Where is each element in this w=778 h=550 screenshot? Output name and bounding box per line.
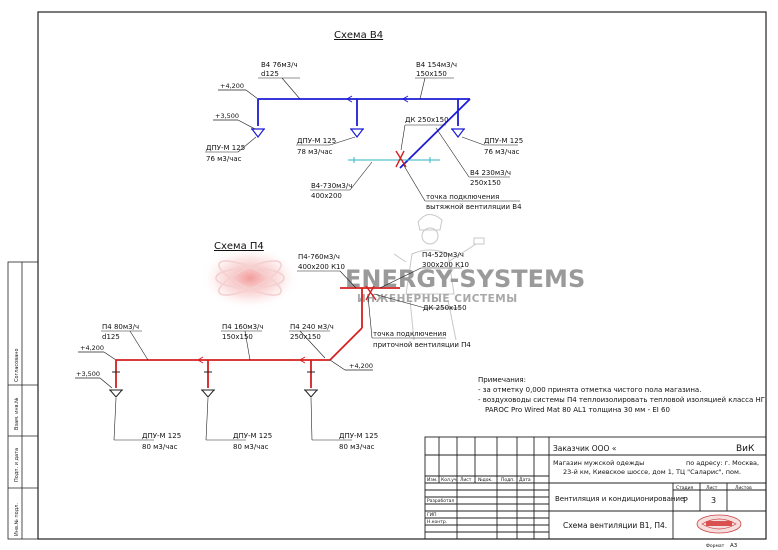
tb-sheet: 3 bbox=[711, 496, 716, 505]
p4-leaders bbox=[101, 267, 462, 441]
v4-top-right-label-1: В4 154м3/ч bbox=[416, 61, 457, 69]
tb-role-developed: Разработал bbox=[427, 498, 454, 504]
v4-valve-left-2: 76 м3/час bbox=[206, 155, 242, 163]
stamp-replaced: Взам. инв.№ bbox=[14, 397, 20, 430]
tb-sheet-header: Лист bbox=[706, 485, 718, 491]
p4-valve-1-flow: 80 м3/час bbox=[142, 443, 178, 451]
p4-ductwork bbox=[115, 287, 400, 388]
p4-damper-symbol bbox=[365, 285, 377, 301]
v4-top-right-label-2: 150x150 bbox=[416, 70, 447, 78]
p4-level-upper: +4,200 bbox=[80, 344, 104, 352]
v4-connection-note-2: вытяжной вентиляции В4 bbox=[426, 203, 522, 211]
v4-branch-label-1: В4 230м3/ч bbox=[470, 169, 511, 177]
tb-role-norm: Н.контр. bbox=[427, 519, 447, 525]
notes-line-2: - воздуховоды системы П4 теплоизолироват… bbox=[478, 396, 767, 404]
v4-level-lower: +3,500 bbox=[215, 112, 239, 120]
p4-valve-1-name: ДПУ-М 125 bbox=[142, 432, 181, 440]
p4-right-label-1: П4 240 м3/ч bbox=[290, 323, 334, 331]
tb-col-izm: Изм. bbox=[427, 477, 438, 483]
tb-col-kol: Кол.уч. bbox=[441, 477, 458, 483]
v4-valve-mid-1: ДПУ-М 125 bbox=[297, 137, 336, 145]
v4-valve-right-2: 76 м3/час bbox=[484, 148, 520, 156]
brand-tagline: ИНЖЕНЕРНЫЕ СИСТЕМЫ bbox=[357, 293, 518, 305]
p4-level-right: +4,200 bbox=[349, 362, 373, 370]
p4-right-label-2: 250x150 bbox=[290, 333, 321, 341]
tb-format-value: А3 bbox=[730, 543, 738, 549]
tb-project-1: Магазин мужской одежды bbox=[553, 459, 644, 467]
v4-valve-left-1: ДПУ-М 125 bbox=[206, 144, 245, 152]
tb-project-2: по адресу: г. Москва, bbox=[686, 459, 759, 467]
notes-line-1: - за отметку 0,000 принята отметка чисто… bbox=[478, 386, 701, 394]
p4-main-label-2: d125 bbox=[102, 333, 120, 341]
tb-col-list: Лист bbox=[460, 477, 472, 483]
tb-stage-header: Стадия bbox=[676, 485, 694, 491]
p4-level-lower: +3,500 bbox=[76, 370, 100, 378]
tb-col-doc: №док. bbox=[478, 477, 493, 483]
p4-valve-2-name: ДПУ-М 125 bbox=[233, 432, 272, 440]
p4-valve-3-flow: 80 м3/час bbox=[339, 443, 375, 451]
tb-drawing-title: Схема вентиляции В1, П4. bbox=[563, 521, 667, 530]
brand-logo bbox=[200, 246, 300, 310]
scheme-p4-title: Схема П4 bbox=[214, 241, 264, 252]
v4-main-label-2: d125 bbox=[261, 70, 279, 78]
company-logo bbox=[696, 514, 742, 534]
tb-code: ВиК bbox=[736, 444, 755, 454]
side-stamp-strip bbox=[7, 261, 39, 540]
p4-valve-3-name: ДПУ-М 125 bbox=[339, 432, 378, 440]
p4-valve-2-flow: 80 м3/час bbox=[233, 443, 269, 451]
p4-upper-right-label-2: 300x200 К10 bbox=[422, 261, 469, 269]
v4-damper-label: ДК 250x150 bbox=[405, 116, 449, 124]
p4-upper-duct-label-2: 400x200 К10 bbox=[298, 263, 345, 271]
v4-main-label-1: В4 76м3/ч bbox=[261, 61, 298, 69]
tb-role-gip: ГИП bbox=[427, 512, 437, 518]
p4-connection-note-1: точка подключения bbox=[373, 330, 446, 338]
p4-diffuser-symbols bbox=[109, 371, 318, 398]
v4-flow-arrows bbox=[346, 95, 409, 103]
tb-format-label: Формат bbox=[706, 543, 725, 549]
stamp-inventory: Инв.№ подл. bbox=[14, 503, 20, 536]
v4-existing-duct bbox=[348, 157, 440, 163]
tb-stage: Р bbox=[683, 496, 688, 505]
p4-upper-duct-label-1: П4-760м3/ч bbox=[298, 253, 340, 261]
engineer-illustration bbox=[393, 214, 485, 341]
v4-level-upper: +4,200 bbox=[220, 82, 244, 90]
p4-level-marks bbox=[75, 351, 373, 389]
p4-mid-label-1: П4 160м3/ч bbox=[222, 323, 264, 331]
stamp-signed: Подп. и дата bbox=[14, 448, 20, 482]
title-block-grid bbox=[424, 436, 767, 540]
scheme-v4-title: Схема В4 bbox=[334, 30, 383, 41]
v4-diffuser-symbols bbox=[251, 128, 465, 138]
v4-damper-symbol bbox=[395, 150, 407, 168]
v4-valve-right-1: ДПУ-М 125 bbox=[484, 137, 523, 145]
notes-line-3: PAROC Pro Wired Mat 80 AL1 толщина 30 мм… bbox=[485, 406, 670, 414]
stamp-agreed: Согласовано bbox=[14, 348, 20, 382]
v4-lower-duct-label-2: 400x200 bbox=[311, 192, 342, 200]
p4-flow-arrows bbox=[197, 356, 306, 364]
v4-valve-mid-2: 78 м3/час bbox=[297, 148, 333, 156]
v4-level-marks bbox=[213, 89, 259, 130]
p4-mid-label-2: 150x150 bbox=[222, 333, 253, 341]
tb-section: Вентиляция и кондиционирование bbox=[555, 495, 684, 503]
v4-leaders bbox=[205, 77, 520, 202]
v4-ductwork bbox=[257, 98, 471, 169]
tb-sheets-header: Листов bbox=[735, 485, 752, 491]
p4-damper-label: ДК 250x150 bbox=[423, 304, 467, 312]
p4-upper-right-label-1: П4-520м3/ч bbox=[422, 251, 464, 259]
tb-col-date: Дата bbox=[519, 477, 531, 483]
tb-col-sign: Подп. bbox=[501, 477, 515, 483]
p4-main-label-1: П4 80м3/ч bbox=[102, 323, 139, 331]
v4-lower-duct-label-1: В4-730м3/ч bbox=[311, 182, 352, 190]
v4-branch-label-2: 250x150 bbox=[470, 179, 501, 187]
notes-heading: Примечания: bbox=[478, 376, 526, 384]
tb-customer: Заказчик ООО « bbox=[553, 444, 616, 453]
p4-connection-note-2: приточной вентиляции П4 bbox=[373, 341, 471, 349]
tb-project-3: 23-й км, Киевское шоссе, дом 1, ТЦ "Сала… bbox=[563, 468, 741, 476]
v4-connection-note-1: точка подключения bbox=[426, 193, 499, 201]
